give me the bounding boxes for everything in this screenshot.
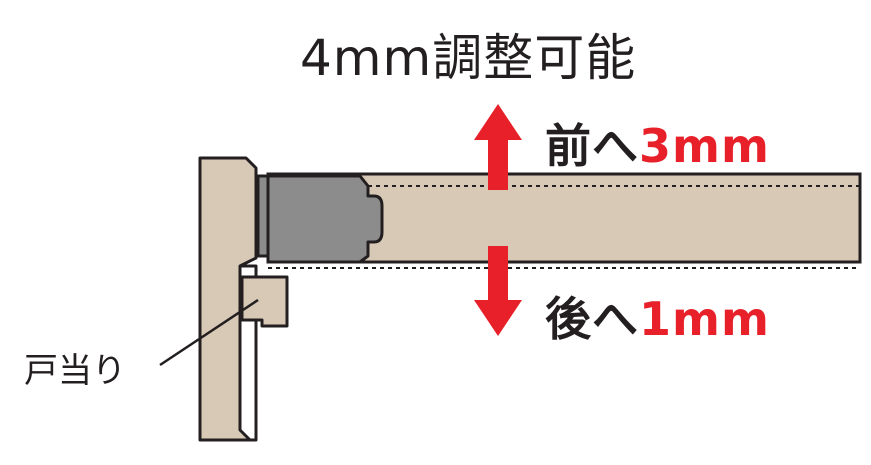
back-adjust-label: 後へ1mm [545, 283, 770, 349]
stop-leader-line [159, 298, 259, 367]
hinge-body [266, 174, 384, 264]
front-adjust-amount: 3mm [639, 119, 770, 173]
diagram-title: 4mm調整可能 [300, 29, 637, 87]
down-arrow-icon [474, 246, 522, 336]
back-adjust-amount: 1mm [639, 292, 770, 346]
up-arrow-icon [474, 104, 522, 190]
back-adjust-text: 後へ [545, 292, 639, 346]
front-adjust-text: 前へ [545, 119, 639, 173]
frame-step [200, 264, 258, 442]
front-adjust-label: 前へ3mm [545, 110, 770, 176]
door-stop-label: 戸当り [24, 351, 126, 391]
door-stop [240, 275, 289, 328]
